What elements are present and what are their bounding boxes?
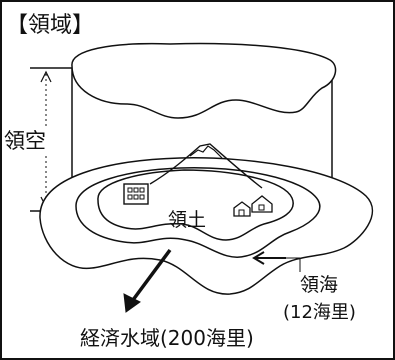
territorial-sea-label: 領海	[300, 274, 338, 296]
house-icon	[233, 195, 273, 217]
territorial-sea-arrow	[252, 251, 301, 272]
territorial-sea-range-label: (12海里)	[283, 302, 356, 323]
airspace-top	[71, 42, 337, 119]
eez-arrow	[123, 248, 172, 313]
airspace-arrow-up	[40, 70, 52, 83]
eez-label: 経済水域(200海里)	[80, 326, 254, 350]
mountain-icon	[149, 143, 263, 189]
building-icon	[123, 183, 149, 205]
airspace-label: 領空	[4, 129, 46, 153]
diagram-title: 【領域】	[6, 13, 94, 38]
territory-label: 領土	[168, 209, 206, 231]
